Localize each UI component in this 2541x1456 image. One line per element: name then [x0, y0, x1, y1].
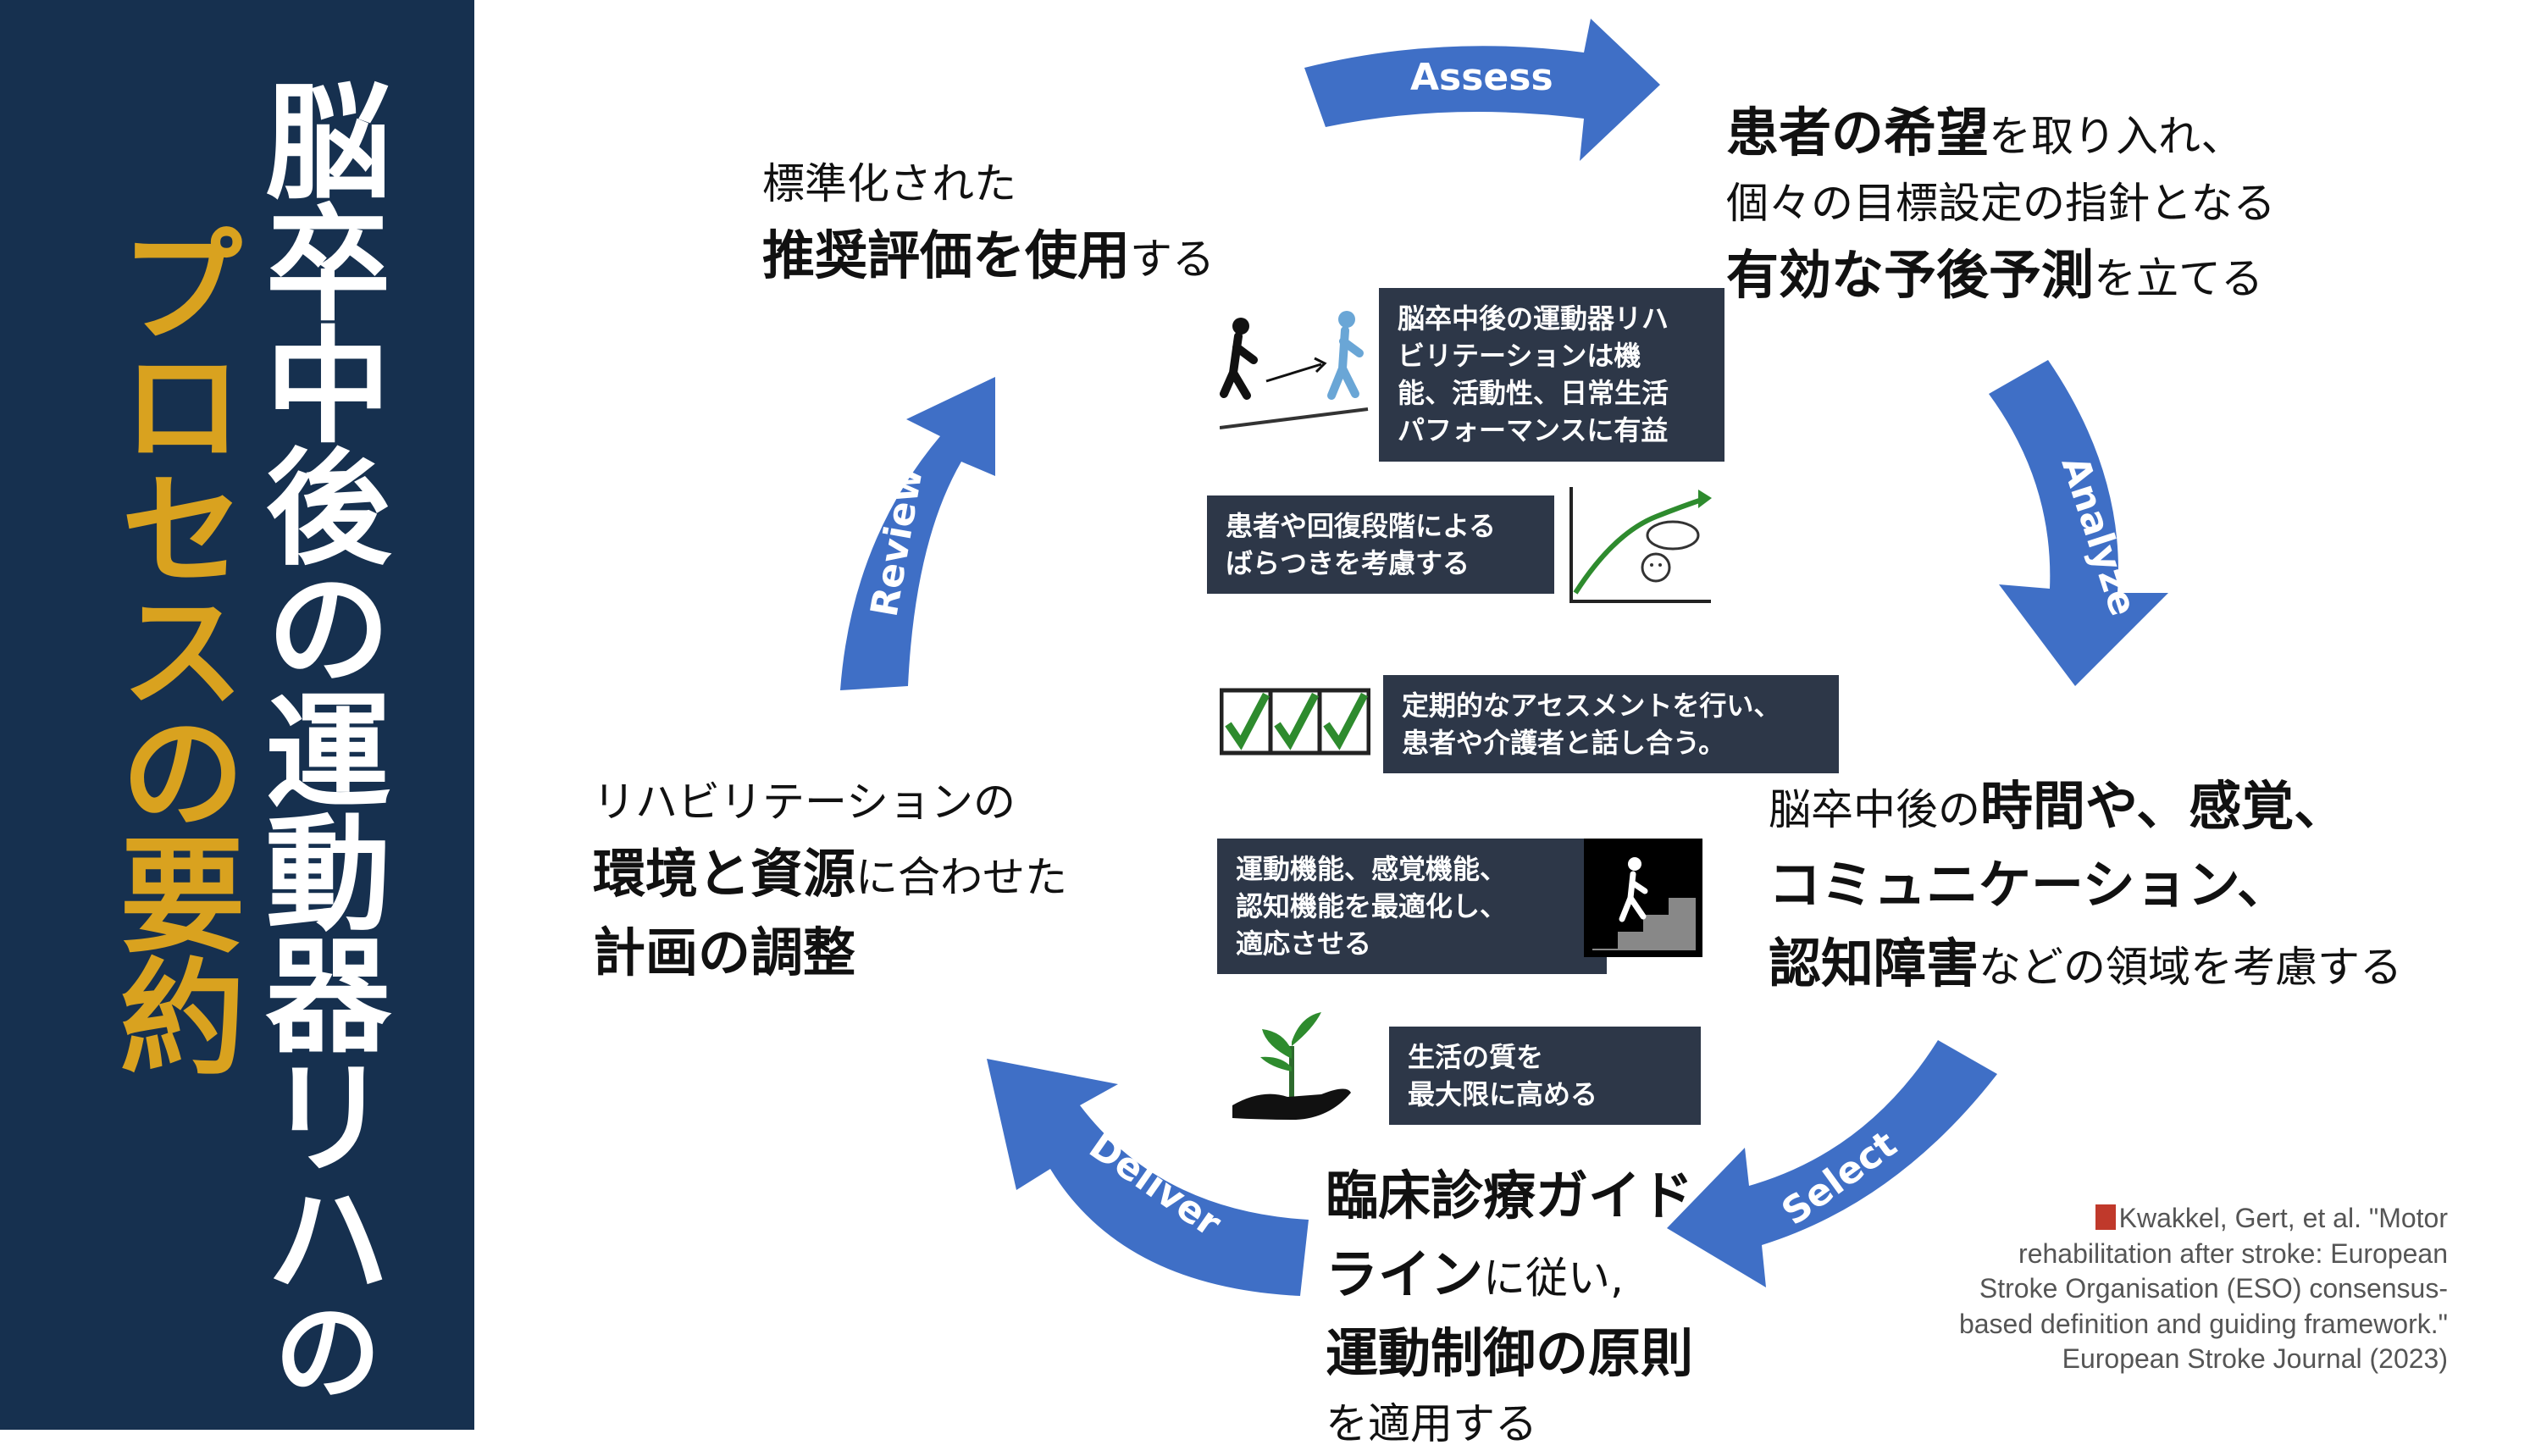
select-line3: 認知障害などの領域を考慮する: [1769, 924, 2402, 1003]
info-box-benefit: 脳卒中後の運動器リハ ビリテーションは機 能、活動性、日常生活 パフォーマンスに…: [1379, 288, 1724, 462]
deliver-line2: ラインに従い,: [1326, 1235, 1693, 1314]
plant-hand-icon: [1232, 1012, 1351, 1120]
walking-figures-icon: [1220, 311, 1369, 429]
analyze-rest3: を立てる: [2094, 254, 2264, 303]
deliver-line3: 運動制御の原則: [1326, 1314, 1693, 1392]
sidebar-title-white: 脳卒中後の運動器リハの: [244, 76, 390, 1401]
analyze-line1: 患者の希望を取り入れ、: [1726, 93, 2276, 172]
review-bold2: 環境と資源: [593, 843, 856, 905]
deliver-line4: を適用する: [1326, 1399, 1537, 1448]
stage-assess: 標準化された 推奨評価を使用する: [762, 152, 1215, 295]
analyze-arrow: [1989, 360, 2168, 686]
deliver-bold1: 臨床診療ガイド: [1326, 1165, 1694, 1226]
analyze-line2: 個々の目標設定の指針となる: [1726, 179, 2276, 228]
analyze-bold1: 患者の希望: [1726, 102, 1990, 163]
sidebar: 脳卒中後の運動器リハの プロセスの要約: [0, 0, 474, 1430]
assess-rest: する: [1130, 235, 1215, 284]
deliver-rest2: に従い,: [1483, 1254, 1624, 1303]
title-particle: の: [254, 1296, 380, 1401]
review-line2: 環境と資源に合わせた: [593, 834, 1067, 913]
analyze-line3: 有効な予後予測を立てる: [1726, 235, 2276, 314]
deliver-arrow: [987, 1059, 1309, 1296]
assess-label: Assess: [1410, 56, 1553, 99]
info-box-assessment: 定期的なアセスメントを行い、 患者や介護者と話し合う。: [1383, 675, 1839, 774]
select-line2: コミュニケーション、: [1769, 845, 2402, 924]
deliver-bold3: 運動制御の原則: [1326, 1322, 1694, 1384]
checkbox-checks-icon: [1220, 688, 1370, 756]
deliver-bold2: ライン: [1326, 1243, 1484, 1305]
select-bold2: コミュニケーション、: [1769, 854, 2290, 916]
select-arrow: [1667, 1040, 1997, 1287]
select-rest3: などの領域を考慮する: [1979, 943, 2403, 992]
assess-line1: 標準化された: [762, 159, 1016, 208]
book-icon: [2095, 1204, 2116, 1230]
review-bold3: 計画の調整: [593, 922, 856, 983]
assess-line2: 推奨評価を使用する: [762, 216, 1215, 295]
stage-deliver: 臨床診療ガイド ラインに従い, 運動制御の原則 を適用する: [1326, 1156, 1693, 1456]
stage-analyze: 患者の希望を取り入れ、 個々の目標設定の指針となる 有効な予後予測を立てる: [1726, 93, 2276, 314]
deliver-line1: 臨床診療ガイド: [1326, 1156, 1693, 1235]
info-box-variation: 患者や回復段階による ばらつきを考慮する: [1207, 495, 1554, 595]
select-line1: 脳卒中後の時間や、感覚、: [1769, 767, 2402, 845]
title-main: 脳卒中後の運動器リハ: [244, 76, 390, 1296]
review-line3: 計画の調整: [593, 913, 1067, 992]
info-box-quality: 生活の質を 最大限に高める: [1389, 1027, 1701, 1126]
sidebar-title-gold: プロセスの要約: [98, 220, 244, 1074]
reference-citation: Kwakkel, Gert, et al. "Motor rehabilitat…: [1959, 1201, 2448, 1377]
info-box-optimize: 運動機能、感覚機能、 認知機能を最適化し、 適応させる: [1217, 839, 1607, 975]
review-line1: リハビリテーションの: [593, 778, 1016, 827]
reference-text: Kwakkel, Gert, et al. "Motor rehabilitat…: [1958, 1203, 2448, 1375]
assess-bold: 推奨評価を使用: [762, 224, 1131, 286]
analyze-rest1: を取り入れ、: [1989, 112, 2244, 161]
select-bold1: 時間や、感覚、: [1980, 775, 2347, 837]
assess-arrow: [1304, 19, 1660, 161]
analyze-bold3: 有効な予後予測: [1726, 244, 2095, 306]
review-rest2: に合わせた: [855, 853, 1068, 902]
select-bold3: 認知障害: [1769, 933, 1979, 994]
stairs-walker-icon: [1584, 839, 1702, 957]
stage-review: リハビリテーションの 環境と資源に合わせた 計画の調整: [593, 771, 1067, 992]
select-pre: 脳卒中後の: [1769, 785, 1980, 834]
recovery-curve-icon: [1569, 487, 1712, 603]
stage-select: 脳卒中後の時間や、感覚、 コミュニケーション、 認知障害などの領域を考慮する: [1769, 767, 2402, 1003]
review-arrow: [840, 377, 995, 690]
